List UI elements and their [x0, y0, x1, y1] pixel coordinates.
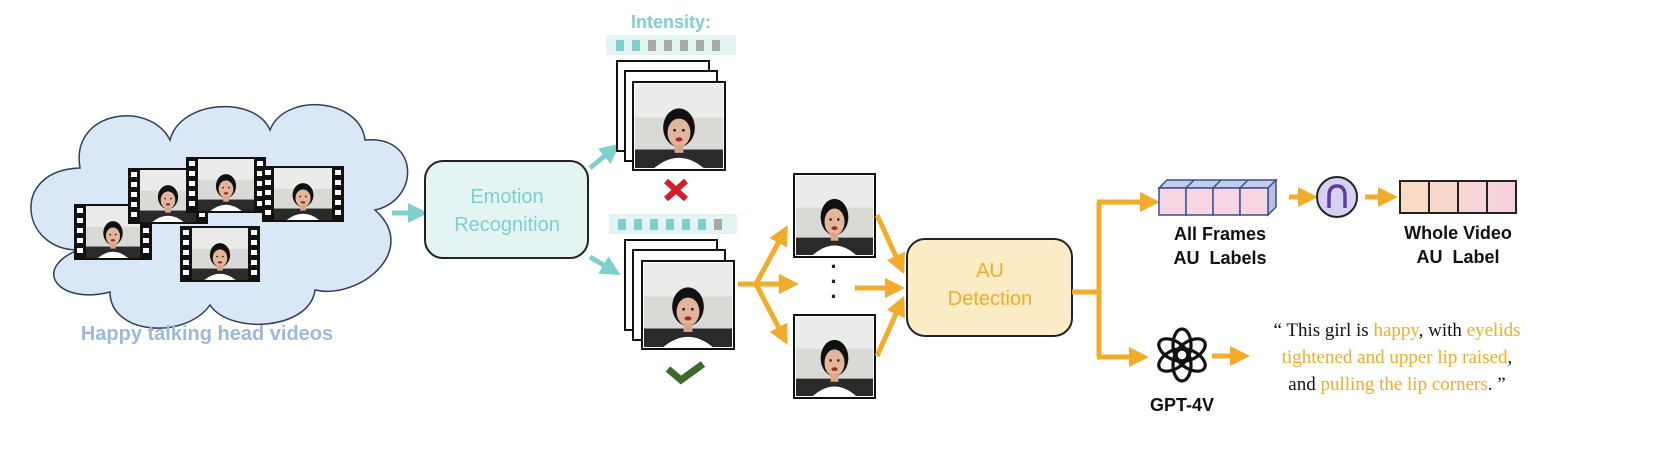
quote-l3-a: and — [1288, 374, 1320, 395]
quote-l2-a: tightened and upper lip raised — [1282, 347, 1508, 368]
quote-l1-c: , with — [1419, 320, 1467, 341]
cloud-caption: Happy talking head videos — [81, 323, 333, 345]
arrow-emotion-to-bottom-stack — [588, 254, 621, 276]
emotion-box-line1: Emotion — [470, 186, 543, 208]
top-frame-stack — [616, 60, 726, 171]
all-frames-line1: All Frames — [1174, 224, 1266, 244]
frames-ellipsis-3: · — [830, 284, 837, 309]
film-clip-4 — [262, 166, 344, 222]
quote-l1-b: happy — [1373, 320, 1420, 341]
au-box-line1: AU — [976, 260, 1004, 282]
cross-icon — [663, 178, 689, 202]
frame-top — [793, 173, 876, 258]
check-icon — [665, 361, 706, 385]
quote-l3-b: pulling the lip corners — [1320, 374, 1487, 395]
gpt-logo-icon — [1157, 327, 1207, 383]
all-frames-au-cubes — [1157, 178, 1278, 217]
whole-video-line2: AU Label — [1416, 247, 1499, 267]
frames-ellipsis: · — [830, 254, 837, 279]
quote-l1-a: “ This girl is — [1274, 320, 1374, 341]
arrow-emotion-to-top-stack — [588, 143, 620, 170]
au-box-line2: Detection — [948, 288, 1033, 310]
intensity-bar-bottom — [609, 214, 737, 234]
emotion-recognition-box — [424, 160, 589, 259]
quote-line-1: “ This girl is happy, with eyelids — [1274, 320, 1521, 341]
bottom-frame-stack — [624, 239, 735, 350]
whole-video-line1: Whole Video — [1404, 223, 1512, 243]
all-frames-line2: AU Labels — [1173, 248, 1266, 268]
frame-bottom — [793, 314, 876, 399]
intensity-label: Intensity: — [631, 12, 711, 32]
film-clip-3 — [186, 157, 266, 213]
intensity-bar-top — [606, 35, 736, 55]
arrow-au-fork — [1072, 192, 1160, 367]
arrows-frames-to-au — [855, 213, 906, 358]
arrow-fork-to-frames — [738, 225, 799, 345]
frames-ellipsis-2: · — [830, 269, 837, 294]
quote-line-3: and pulling the lip corners. ” — [1288, 374, 1505, 395]
cloud-shape — [30, 103, 409, 329]
quote-l3-c: . ” — [1488, 374, 1506, 395]
quote-l2-b: , — [1508, 347, 1513, 368]
quote-line-2: tightened and upper lip raised, — [1282, 347, 1513, 368]
film-clip-5 — [180, 226, 260, 282]
whole-video-au-bar — [1399, 180, 1517, 214]
emotion-box-line2: Recognition — [454, 214, 560, 236]
gpt-label: GPT-4V — [1150, 395, 1214, 415]
au-detection-box — [906, 238, 1073, 337]
quote-l1-d: eyelids — [1467, 320, 1521, 341]
intersection-icon — [1316, 176, 1358, 218]
